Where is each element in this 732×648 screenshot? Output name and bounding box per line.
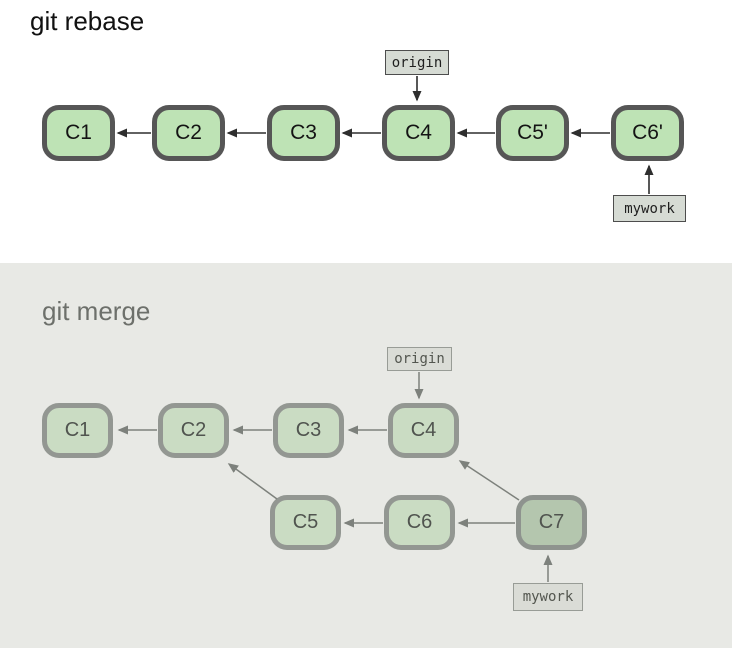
merge-commit-c2: C2 xyxy=(158,403,229,458)
merge-title: git merge xyxy=(42,296,151,326)
rebase-commit-c1: C1 xyxy=(42,105,115,161)
merge-commit-c4: C4 xyxy=(388,403,459,458)
rebase-mywork-label: mywork xyxy=(613,195,686,222)
merge-section-panel xyxy=(0,263,732,648)
rebase-title: git rebase xyxy=(30,6,145,36)
rebase-commit-c2: C2 xyxy=(152,105,225,161)
merge-mywork-label: mywork xyxy=(513,583,583,611)
rebase-commit-c3: C3 xyxy=(267,105,340,161)
merge-origin-label: origin xyxy=(387,347,452,371)
rebase-commit-c4: C4 xyxy=(382,105,455,161)
merge-commit-c6: C6 xyxy=(384,495,455,550)
rebase-origin-label: origin xyxy=(385,50,449,75)
rebase-commit-c5p: C5' xyxy=(496,105,569,161)
merge-commit-c7: C7 xyxy=(516,495,587,550)
merge-commit-c1: C1 xyxy=(42,403,113,458)
merge-commit-c5: C5 xyxy=(270,495,341,550)
merge-commit-c3: C3 xyxy=(273,403,344,458)
rebase-commit-c6p: C6' xyxy=(611,105,684,161)
